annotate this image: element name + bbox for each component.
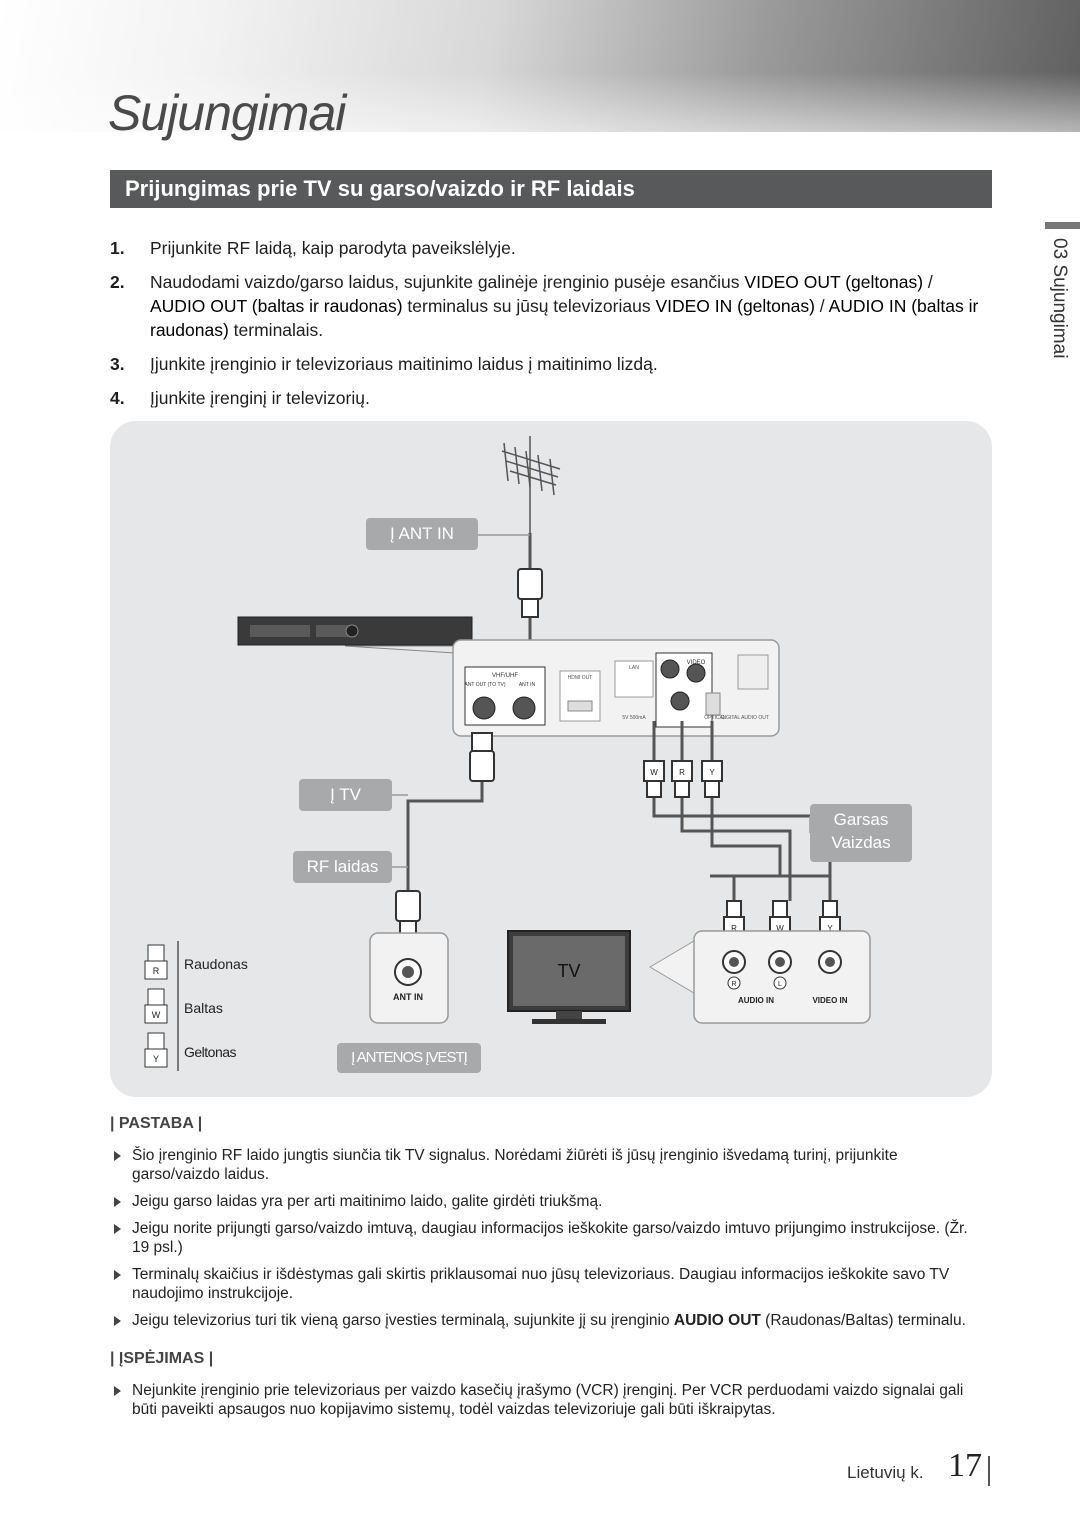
panel-digital-label: DIGITAL AUDIO OUT [721, 715, 769, 721]
steps-list: 1. Prijunkite RF laidą, kaip parodyta pa… [110, 236, 990, 420]
footer-language: Lietuvių k. [847, 1463, 924, 1482]
label-audio: Garsas [833, 810, 889, 829]
step-text: Įjunkite įrenginio ir televizoriaus mait… [150, 354, 658, 374]
label-antenna-input: Į ANTENOS ĮVESTĮ [337, 1043, 481, 1073]
header-band [0, 0, 1080, 132]
note-heading: | PASTABA | [110, 1115, 203, 1132]
label-rf-cable: RF laidas [293, 851, 392, 883]
tv-audio-in-label: AUDIO IN [738, 996, 774, 1005]
plug-label-y: Y [709, 768, 715, 777]
tv-av-input-panel: R L AUDIO IN VIDEO IN [693, 930, 871, 1024]
note-term: AUDIO OUT [673, 1312, 761, 1329]
label-audio-video: Garsas Vaizdas [810, 804, 912, 862]
step-term: AUDIO IN (baltas ir raudonas) [150, 296, 979, 340]
step-item: 1. Prijunkite RF laidą, kaip parodyta pa… [110, 236, 990, 260]
plug-label-y: Y [827, 924, 833, 933]
note-item: Terminalų skaičius ir išdėstymas gali sk… [110, 1265, 980, 1303]
av-cables [652, 721, 832, 901]
step-text: terminalais. [228, 320, 324, 340]
plug-label-r: R [731, 924, 737, 933]
page-number: 17 [948, 1447, 982, 1484]
note-item: Šio įrenginio RF laido jungtis siunčia t… [110, 1146, 980, 1184]
panel-vhf-label: VHF/UHF [492, 673, 518, 679]
bd-player-device [237, 616, 550, 654]
step-number: 4. [110, 388, 125, 408]
legend-plug-icons: R W Y [144, 941, 179, 1071]
label-video: Vaizdas [831, 833, 891, 852]
step-number: 3. [110, 354, 125, 374]
step-item: 4. Įjunkite įrenginį ir televizorių. [110, 386, 990, 410]
panel-usb-label: 5V 500mA [622, 715, 646, 721]
step-text: terminalus su jūsų televizoriaus [402, 296, 656, 316]
step-term: AUDIO OUT (baltas ir raudonas) [150, 296, 403, 316]
plug-label-w: W [650, 768, 658, 777]
step-text: Naudodami vaizdo/garso laidus, sujunkite… [150, 272, 745, 292]
section-title: Prijungimas prie TV su garso/vaizdo ir R… [125, 176, 635, 201]
rf-cable [406, 769, 484, 891]
jack-label-l: L [778, 981, 782, 988]
rca-plugs-top: W R Y [643, 760, 723, 798]
label-ant-in: Į ANT IN [366, 518, 478, 550]
note-item: Jeigu garso laidas yra per arti maitinim… [110, 1192, 980, 1211]
legend-name: Raudonas [184, 956, 248, 972]
note-item: Jeigu televizorius turi tik vieną garso … [110, 1311, 980, 1330]
panel-ant-in-label: ANT IN [519, 682, 536, 688]
panel-optical-label: OPTICAL [704, 715, 726, 721]
plug-label-w: W [776, 924, 784, 933]
step-term: VIDEO OUT (geltonas) [744, 272, 924, 292]
connection-diagram-svg: VHF/UHF ANT OUT (TO TV) ANT IN HDMI OUT … [144, 436, 871, 1071]
step-number: 2. [110, 272, 125, 292]
step-item: 2. Naudodami vaizdo/garso laidus, sujunk… [110, 270, 990, 342]
connection-diagram: VHF/UHF ANT OUT (TO TV) ANT IN HDMI OUT … [110, 421, 992, 1097]
step-text: Prijunkite RF laidą, kaip parodyta pavei… [150, 238, 516, 258]
note-text: (Raudonas/Baltas) terminalu. [760, 1312, 966, 1329]
step-term: VIDEO IN (geltonas) [655, 296, 815, 316]
note-item: Jeigu norite prijungti garso/vaizdo imtu… [110, 1219, 980, 1257]
callout-pointer [649, 940, 695, 994]
tv-label: TV [557, 961, 580, 981]
caution-item: Nejunkite įrenginio prie televizoriaus p… [110, 1381, 980, 1419]
panel-hdmi-label: HDMI OUT [568, 675, 593, 681]
step-text: Įjunkite įrenginį ir televizorių. [150, 388, 370, 408]
tv-video-in-label: VIDEO IN [812, 996, 847, 1005]
side-chapter-tab: 03 Sujungimai [1049, 238, 1070, 359]
panel-lan-label: LAN [629, 665, 639, 671]
plug-label-r: R [679, 768, 685, 777]
panel-ant-out-label: ANT OUT (TO TV) [464, 682, 505, 688]
step-item: 3. Įjunkite įrenginio ir televizoriaus m… [110, 352, 990, 376]
footer-divider [988, 1456, 990, 1486]
step-number: 1. [110, 238, 125, 258]
section-title-bar: Prijungimas prie TV su garso/vaizdo ir R… [110, 170, 992, 208]
jack-label-r: R [731, 981, 736, 988]
label-to-tv: Į TV [299, 779, 392, 811]
note-text: Jeigu televizorius turi tik vieną garso … [132, 1312, 674, 1329]
tv-antenna-panel: ANT IN [369, 932, 449, 1024]
legend-code: R [153, 966, 160, 976]
legend-code: Y [153, 1054, 159, 1064]
tv-ant-in-label: ANT IN [393, 992, 423, 1002]
tv-icon: TV [507, 930, 631, 1024]
chapter-title: Sujungimai [108, 85, 346, 141]
caution-list: Nejunkite įrenginio prie televizoriaus p… [110, 1381, 980, 1427]
panel-video-label: VIDEO [687, 660, 706, 666]
side-tab-marker [1045, 222, 1080, 229]
legend-code: W [152, 1010, 161, 1020]
step-text: / [923, 272, 933, 292]
caution-heading: | ĮSPĖJIMAS | [110, 1350, 214, 1367]
legend-name: Baltas [184, 1000, 223, 1016]
step-text: / [814, 296, 829, 316]
legend-name: Geltonas [184, 1044, 237, 1060]
rear-panel-zoom: VHF/UHF ANT OUT (TO TV) ANT IN HDMI OUT … [452, 639, 780, 737]
rf-plug-middle [469, 732, 495, 782]
note-list: Šio įrenginio RF laido jungtis siunčia t… [110, 1146, 980, 1338]
rf-plug-top [517, 568, 543, 618]
